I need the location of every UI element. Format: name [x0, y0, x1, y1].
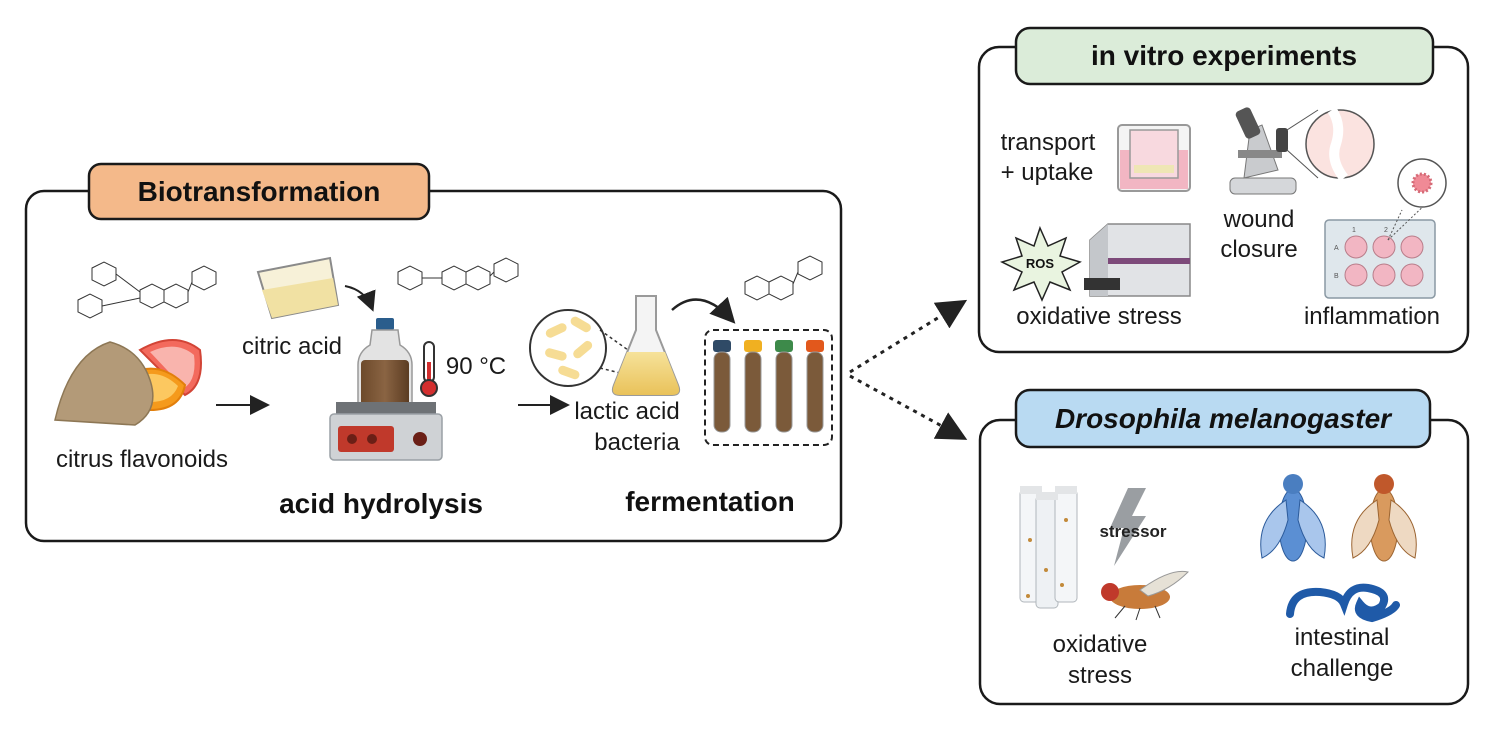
plate-col-2: 2: [1384, 227, 1388, 234]
transport-label: transport: [1001, 129, 1096, 156]
measuring-cup-icon: [256, 256, 340, 320]
transwell-icon: [1117, 124, 1191, 192]
stressor-label: stressor: [1099, 522, 1166, 541]
test-tubes-icon: [713, 340, 824, 433]
plate-row-b: B: [1334, 273, 1339, 280]
biotransformation-title-box: [87, 162, 431, 221]
fly-icon: [1351, 474, 1417, 562]
citrus-powder-icon: [54, 339, 202, 426]
bacteria-icon: [529, 309, 607, 387]
challenge-label: challenge: [1291, 655, 1394, 682]
flavonoid-structure-icon: [77, 261, 217, 319]
temperature-label: 90 °C: [446, 353, 506, 380]
flavonoid-structure-icon: [744, 255, 823, 301]
fermentation-label: fermentation: [625, 486, 795, 517]
in-vitro-title-box: [1014, 26, 1435, 86]
arrow-citric-acid: [344, 285, 376, 312]
oxidative-stress-label: oxidative stress: [1016, 303, 1181, 330]
vials-icon: [1019, 486, 1078, 609]
drosophila-title: Drosophila melanogaster: [1055, 403, 1393, 434]
closure-label: closure: [1220, 236, 1297, 263]
fly-icon: [1101, 570, 1189, 621]
in-vitro-panel: in vitro experiments transport + uptake …: [977, 26, 1470, 354]
arrow-to-tubes: [671, 296, 736, 324]
uptake-label: + uptake: [1001, 159, 1094, 186]
stress-label: stress: [1068, 662, 1132, 689]
microscope-icon: [1229, 107, 1297, 195]
bottle-icon: [357, 318, 413, 411]
plate-row-a: A: [1334, 245, 1339, 252]
arrow-to-invitro: [849, 299, 968, 374]
arrow-to-drosophila: [849, 374, 968, 440]
biotransformation-panel: Biotransformation citrus flavonoids: [24, 162, 843, 543]
citric-acid-label: citric acid: [242, 333, 342, 360]
thermometer-icon: [420, 341, 438, 397]
wound-label: wound: [1223, 206, 1295, 233]
hotplate-icon: [329, 402, 443, 461]
plate-reader-icon: [1084, 223, 1191, 297]
in-vitro-title: in vitro experiments: [1091, 40, 1357, 71]
biotransformation-title: Biotransformation: [138, 176, 381, 207]
well-plate-icon: 1 2 A B: [1324, 219, 1436, 299]
intestine-icon: [1286, 583, 1400, 623]
ros-burst-icon: ROS: [999, 225, 1082, 302]
ros-label: ROS: [1026, 256, 1055, 271]
tubes-dashed-box: [704, 329, 833, 446]
drosophila-panel: Drosophila melanogaster stressor oxidati…: [978, 388, 1470, 706]
bacteria-label: bacteria: [594, 429, 680, 456]
flask-icon: [611, 295, 681, 396]
flavonoid-structure-icon: [397, 257, 519, 291]
fly-icon: [1260, 474, 1326, 562]
citrus-flavonoids-label: citrus flavonoids: [56, 446, 228, 473]
intestinal-label: intestinal: [1295, 624, 1390, 651]
inflammation-label: inflammation: [1304, 303, 1440, 330]
lightning-icon: [1110, 488, 1146, 566]
oxidative-label: oxidative: [1053, 631, 1148, 658]
acid-hydrolysis-label: acid hydrolysis: [279, 488, 483, 519]
lactic-acid-label: lactic acid: [574, 398, 679, 425]
drosophila-title-box: [1014, 388, 1432, 449]
plate-col-1: 1: [1352, 227, 1356, 234]
